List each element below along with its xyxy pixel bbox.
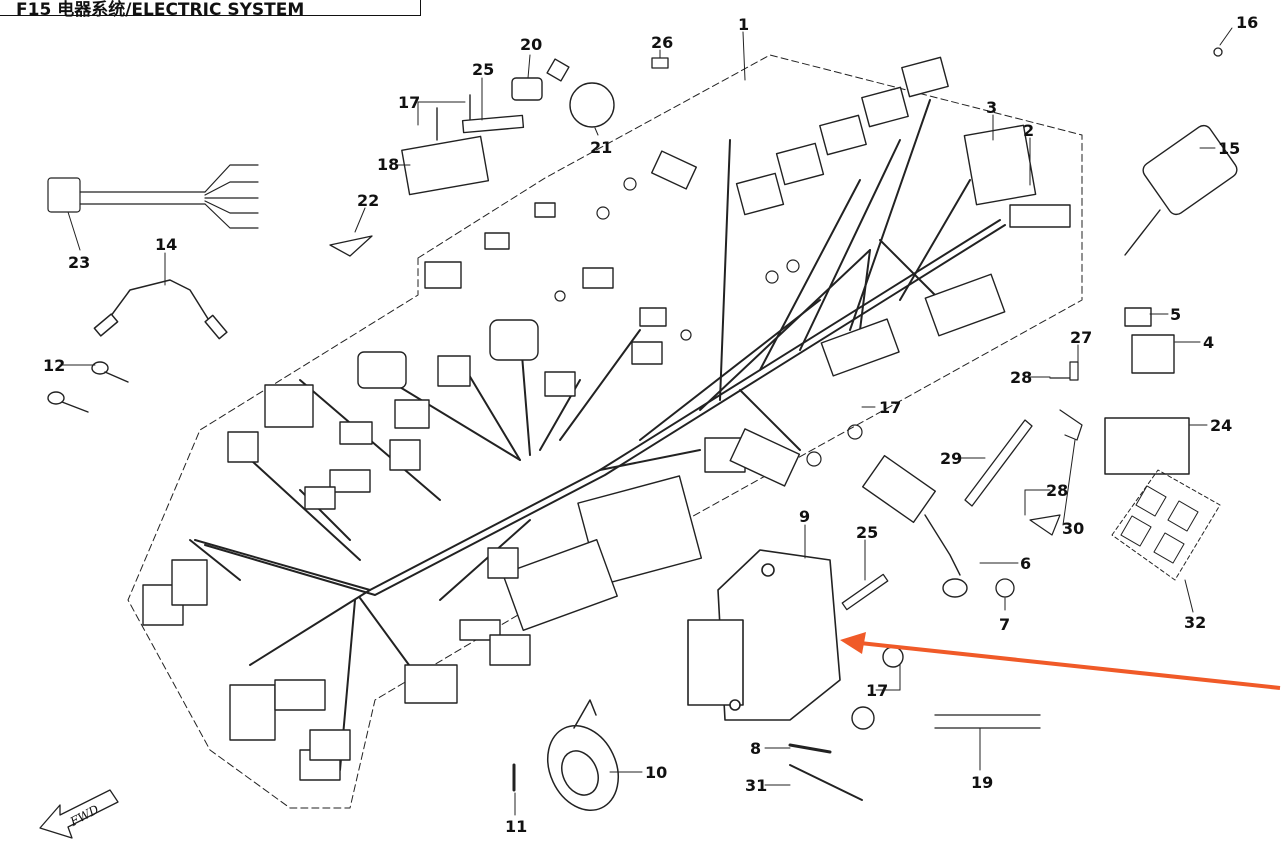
callout-10: 10 bbox=[645, 763, 667, 782]
part-17-bolts bbox=[851, 646, 904, 730]
part-23-connector-lead bbox=[47, 164, 259, 229]
part-18-regulator bbox=[401, 94, 525, 196]
callout-28-top: 28 bbox=[1010, 368, 1032, 387]
part-29-strap bbox=[964, 419, 1033, 507]
callout-20: 20 bbox=[520, 35, 542, 54]
callout-19: 19 bbox=[971, 773, 993, 792]
part-19-cable bbox=[934, 714, 1041, 729]
part-16-washer bbox=[1213, 47, 1223, 57]
part-4-5-relays bbox=[1124, 307, 1175, 374]
part-8-screw bbox=[788, 743, 832, 754]
harness-connectors bbox=[142, 56, 1071, 781]
callout-21: 21 bbox=[590, 138, 612, 157]
callout-17-top: 17 bbox=[398, 93, 420, 112]
callout-27: 27 bbox=[1070, 328, 1092, 347]
part-26-clip bbox=[651, 57, 669, 69]
callout-30: 30 bbox=[1062, 519, 1084, 538]
callout-15: 15 bbox=[1218, 139, 1240, 158]
wiring-harness bbox=[189, 99, 1006, 771]
callout-8: 8 bbox=[750, 739, 761, 758]
part-10-horn bbox=[547, 699, 619, 811]
callout-4: 4 bbox=[1203, 333, 1214, 352]
highlight-arrow bbox=[840, 632, 1281, 690]
callout-16: 16 bbox=[1236, 13, 1258, 32]
callout-14: 14 bbox=[155, 235, 177, 254]
part-31-cable-tie bbox=[789, 764, 863, 801]
callout-32: 32 bbox=[1184, 613, 1206, 632]
leader-lines bbox=[59, 27, 1233, 816]
callout-7: 7 bbox=[999, 615, 1010, 634]
diagram-title: F15 电器系统/ELECTRIC SYSTEM bbox=[16, 0, 305, 20]
part-32-label-sheet bbox=[1111, 469, 1221, 581]
part-6-connector-lead bbox=[862, 454, 968, 598]
callout-9: 9 bbox=[799, 507, 810, 526]
callout-11: 11 bbox=[505, 817, 527, 836]
callout-5: 5 bbox=[1170, 305, 1181, 324]
part-20-21-ignition-switch bbox=[511, 58, 615, 128]
callout-12: 12 bbox=[43, 356, 65, 375]
callout-31: 31 bbox=[745, 776, 767, 795]
part-7-bolt bbox=[995, 578, 1015, 598]
part-12-bolts bbox=[47, 361, 129, 413]
fwd-arrow bbox=[39, 789, 119, 839]
callout-1: 1 bbox=[738, 15, 749, 34]
callout-25-low: 25 bbox=[856, 523, 878, 542]
callout-25-top: 25 bbox=[472, 60, 494, 79]
callout-29: 29 bbox=[940, 449, 962, 468]
callout-17-ecu: 17 bbox=[866, 681, 888, 700]
callout-labels: 1 2 3 4 5 6 7 8 9 10 11 12 14 15 16 17 1… bbox=[43, 13, 1258, 836]
harness-boundary-outline bbox=[127, 54, 1083, 809]
callout-6: 6 bbox=[1020, 554, 1031, 573]
callout-28-low: 28 bbox=[1046, 481, 1068, 500]
ring-terminals bbox=[554, 177, 863, 467]
callout-2: 2 bbox=[1023, 121, 1034, 140]
diagram-title-box: F15 电器系统/ELECTRIC SYSTEM bbox=[0, 0, 421, 20]
part-22-bracket bbox=[329, 235, 373, 257]
part-25-strap bbox=[841, 573, 889, 611]
callout-26: 26 bbox=[651, 33, 673, 52]
callout-18: 18 bbox=[377, 155, 399, 174]
callout-17-mid: 17 bbox=[879, 398, 901, 417]
part-27-28-30-clips bbox=[1029, 361, 1083, 536]
part-9-ecu bbox=[687, 549, 841, 721]
callout-3: 3 bbox=[986, 98, 997, 117]
callout-24: 24 bbox=[1210, 416, 1232, 435]
part-14-sensor-cable bbox=[93, 279, 228, 340]
part-24-battery bbox=[1104, 417, 1190, 475]
callout-22: 22 bbox=[357, 191, 379, 210]
callout-23: 23 bbox=[68, 253, 90, 272]
